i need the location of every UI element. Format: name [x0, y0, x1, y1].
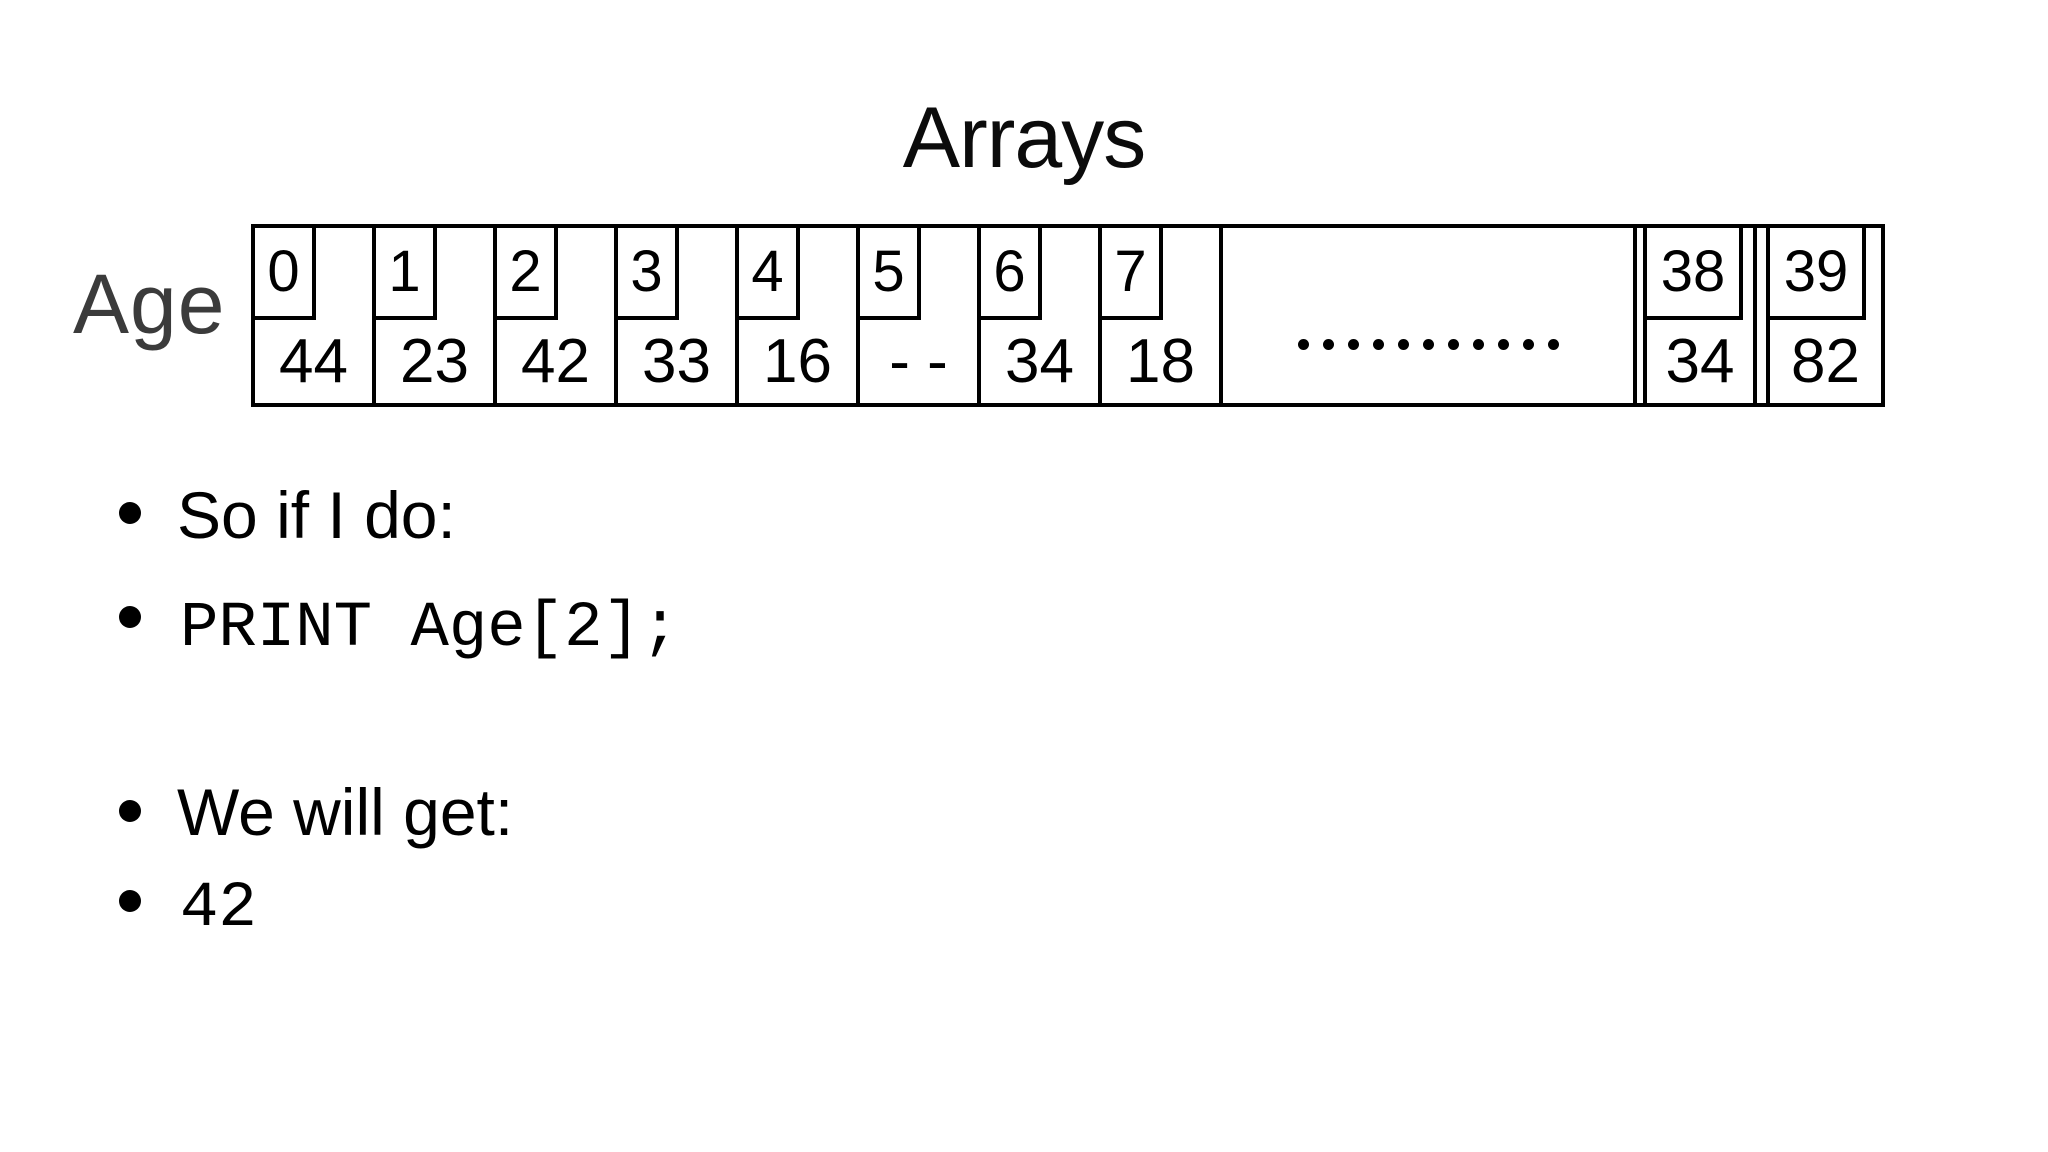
- ellipsis-dot-icon: [1522, 338, 1534, 350]
- ellipsis-dot-icon: [1447, 338, 1459, 350]
- ellipsis-dot-icon: [1347, 338, 1359, 350]
- bullet-item-we-will-get: We will get:: [177, 775, 514, 849]
- ellipsis-dot-icon: [1547, 338, 1559, 350]
- ellipsis-dot-icon: [1497, 338, 1509, 350]
- bullet-dot: [119, 800, 141, 822]
- cell-value: 16: [763, 326, 832, 396]
- cell-value: 23: [400, 326, 469, 396]
- bullet-item-print-statement: PRINT Age[2];: [180, 593, 680, 665]
- cell-index: 38: [1643, 224, 1743, 320]
- cell-index: 6: [977, 224, 1042, 320]
- cell-index: 2: [493, 224, 558, 320]
- ellipsis-dot-icon: [1422, 338, 1434, 350]
- bullet-dot: [119, 502, 141, 524]
- bullet-dot: [119, 890, 141, 912]
- ellipsis-dot-icon: [1372, 338, 1384, 350]
- array-cell-5: 5 - -: [856, 224, 981, 407]
- cell-index: 5: [856, 224, 921, 320]
- cell-index: 0: [251, 224, 316, 320]
- cell-index: 4: [735, 224, 800, 320]
- array-name-label: Age: [73, 257, 226, 351]
- cell-value: 34: [1665, 326, 1735, 396]
- slide-title: Arrays: [902, 90, 1146, 186]
- cell-value: 82: [1791, 326, 1860, 396]
- bullet-item-result-value: 42: [180, 873, 257, 945]
- ellipsis-dot-icon: [1472, 338, 1484, 350]
- cell-value: 34: [1005, 326, 1074, 396]
- cell-value: 33: [642, 326, 711, 396]
- cell-index: 1: [372, 224, 437, 320]
- ellipsis-dot-icon: [1322, 338, 1334, 350]
- array-cell-ellipsis: [1219, 224, 1637, 407]
- ellipsis-dot-icon: [1297, 338, 1309, 350]
- cell-index: 7: [1098, 224, 1163, 320]
- cell-index: 3: [614, 224, 679, 320]
- cell-value: 18: [1126, 326, 1195, 396]
- ellipsis-dots: [1223, 324, 1633, 364]
- cell-value: 44: [279, 326, 348, 396]
- cell-index: 39: [1766, 224, 1866, 320]
- cell-value: 42: [521, 326, 590, 396]
- bullet-dot: [119, 606, 141, 628]
- cell-value: - -: [889, 326, 948, 396]
- ellipsis-dot-icon: [1397, 338, 1409, 350]
- bullet-item-so-if-i-do: So if I do:: [177, 478, 456, 552]
